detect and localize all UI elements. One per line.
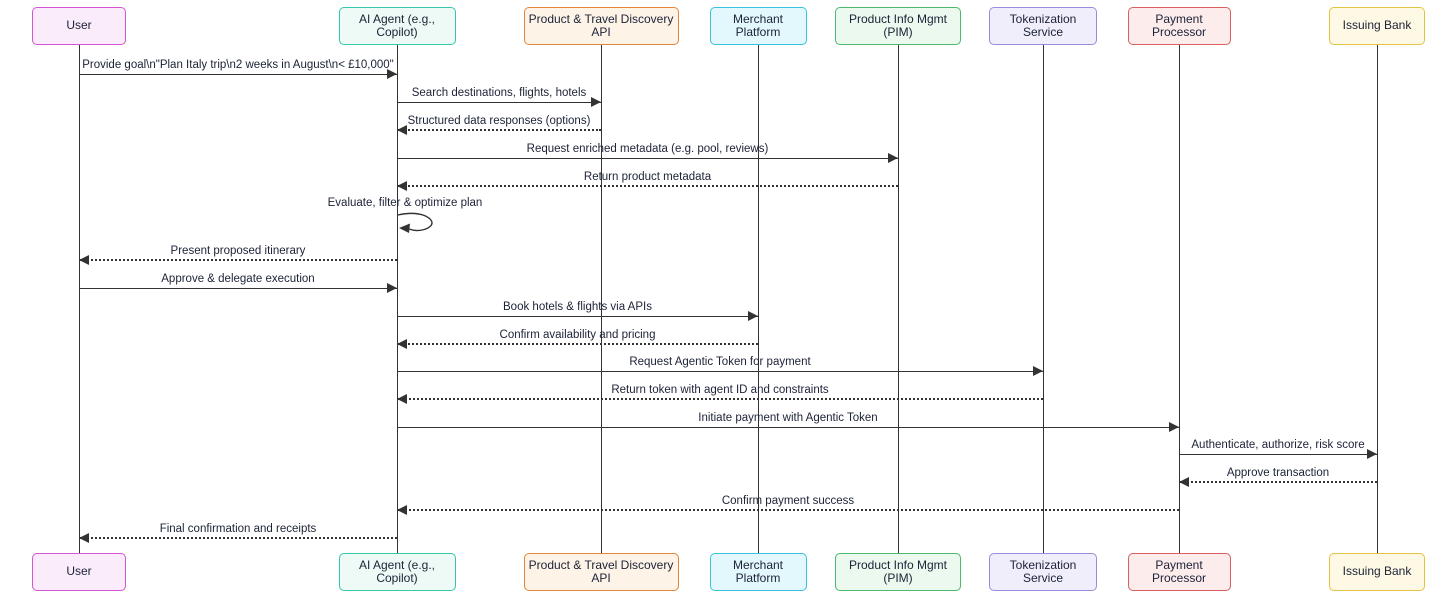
actor-user-top: User: [32, 7, 126, 45]
arrowhead-right-icon: [387, 69, 397, 79]
actor-token-top: Tokenization Service: [989, 7, 1097, 45]
message-0: Provide goal\n"Plan Italy trip\n2 weeks …: [79, 58, 397, 79]
message-12-label: Initiate payment with Agentic Token: [698, 412, 878, 424]
message-8-label: Book hotels & flights via APIs: [503, 301, 652, 313]
message-9-line: [397, 343, 758, 345]
message-3-label: Request enriched metadata (e.g. pool, re…: [526, 143, 769, 155]
arrowhead-left-icon: [397, 505, 407, 515]
actor-user-bottom: User: [32, 553, 126, 591]
message-3-line: [397, 158, 898, 159]
message-13-label: Authenticate, authorize, risk score: [1191, 439, 1365, 451]
actor-agent-bottom: AI Agent (e.g., Copilot): [338, 553, 456, 591]
actor-discovery-bottom: Product & Travel Discovery API: [523, 553, 679, 591]
message-9: Confirm availability and pricing: [397, 328, 758, 349]
message-0-line: [79, 74, 397, 75]
arrowhead-right-icon: [591, 97, 601, 107]
message-1-line: [397, 102, 601, 103]
message-5-label: Evaluate, filter & optimize plan: [327, 197, 483, 209]
arrowhead-left-icon: [397, 339, 407, 349]
message-6: Present proposed itinerary: [79, 244, 397, 265]
message-14: Approve transaction: [1179, 466, 1377, 487]
message-15: Confirm payment success: [397, 494, 1179, 515]
actor-bank-top: Issuing Bank: [1329, 7, 1425, 45]
message-4-label: Return product metadata: [583, 171, 712, 183]
message-2-label: Structured data responses (options): [407, 115, 591, 127]
message-16-label: Final confirmation and receipts: [159, 523, 317, 535]
arrowhead-right-icon: [888, 153, 898, 163]
arrowhead-right-icon: [748, 311, 758, 321]
message-4: Return product metadata: [397, 170, 898, 191]
message-8: Book hotels & flights via APIs: [397, 300, 758, 321]
arrowhead-left-icon: [79, 533, 89, 543]
message-13: Authenticate, authorize, risk score: [1179, 438, 1377, 459]
arrowhead-left-icon: [1179, 477, 1189, 487]
lifeline-agent: [396, 45, 398, 553]
message-14-label: Approve transaction: [1226, 467, 1330, 479]
actor-bank-bottom: Issuing Bank: [1329, 553, 1425, 591]
actor-pim-top: Product Info Mgmt (PIM): [835, 7, 961, 45]
message-12: Initiate payment with Agentic Token: [397, 411, 1179, 432]
message-11-line: [397, 398, 1043, 400]
arrowhead-left-icon: [397, 394, 407, 404]
actor-processor-bottom: Payment Processor: [1127, 553, 1231, 591]
message-16: Final confirmation and receipts: [79, 522, 397, 543]
actor-pim-bottom: Product Info Mgmt (PIM): [835, 553, 961, 591]
message-1-label: Search destinations, flights, hotels: [411, 87, 587, 99]
message-6-label: Present proposed itinerary: [170, 245, 306, 257]
arrowhead-right-icon: [1033, 366, 1043, 376]
message-2-line: [397, 129, 601, 131]
message-10-line: [397, 371, 1043, 372]
self-loop-arrow: [397, 212, 433, 233]
lifeline-bank: [1376, 45, 1378, 553]
actor-merchant-top: Merchant Platform: [709, 7, 807, 45]
message-11: Return token with agent ID and constrain…: [397, 383, 1043, 404]
message-15-line: [397, 509, 1179, 511]
message-11-label: Return token with agent ID and constrain…: [611, 384, 829, 396]
message-7: Approve & delegate execution: [79, 272, 397, 293]
message-6-line: [79, 259, 397, 261]
message-10: Request Agentic Token for payment: [397, 355, 1043, 376]
message-8-line: [397, 316, 758, 317]
actor-merchant-bottom: Merchant Platform: [709, 553, 807, 591]
message-12-line: [397, 427, 1179, 428]
lifeline-discovery: [600, 45, 602, 553]
message-0-label: Provide goal\n"Plan Italy trip\n2 weeks …: [82, 59, 394, 71]
message-16-line: [79, 537, 397, 539]
lifeline-user: [78, 45, 80, 553]
arrowhead-left-icon: [397, 181, 407, 191]
message-10-label: Request Agentic Token for payment: [629, 356, 811, 368]
arrowhead-right-icon: [1367, 449, 1377, 459]
message-15-label: Confirm payment success: [721, 495, 855, 507]
message-9-label: Confirm availability and pricing: [499, 329, 656, 341]
lifeline-merchant: [757, 45, 759, 553]
arrowhead-left-icon: [397, 125, 407, 135]
message-13-line: [1179, 454, 1377, 455]
message-4-line: [397, 185, 898, 187]
message-7-line: [79, 288, 397, 289]
lifeline-processor: [1178, 45, 1180, 553]
actor-discovery-top: Product & Travel Discovery API: [523, 7, 679, 45]
message-2: Structured data responses (options): [397, 114, 601, 135]
lifeline-pim: [897, 45, 899, 553]
message-1: Search destinations, flights, hotels: [397, 86, 601, 107]
actor-token-bottom: Tokenization Service: [989, 553, 1097, 591]
actor-agent-top: AI Agent (e.g., Copilot): [338, 7, 456, 45]
message-7-label: Approve & delegate execution: [161, 273, 315, 285]
message-3: Request enriched metadata (e.g. pool, re…: [397, 142, 898, 163]
lifeline-token: [1042, 45, 1044, 553]
arrowhead-left-icon: [79, 255, 89, 265]
arrowhead-right-icon: [387, 283, 397, 293]
message-14-line: [1179, 481, 1377, 483]
actor-processor-top: Payment Processor: [1127, 7, 1231, 45]
arrowhead-right-icon: [1169, 422, 1179, 432]
